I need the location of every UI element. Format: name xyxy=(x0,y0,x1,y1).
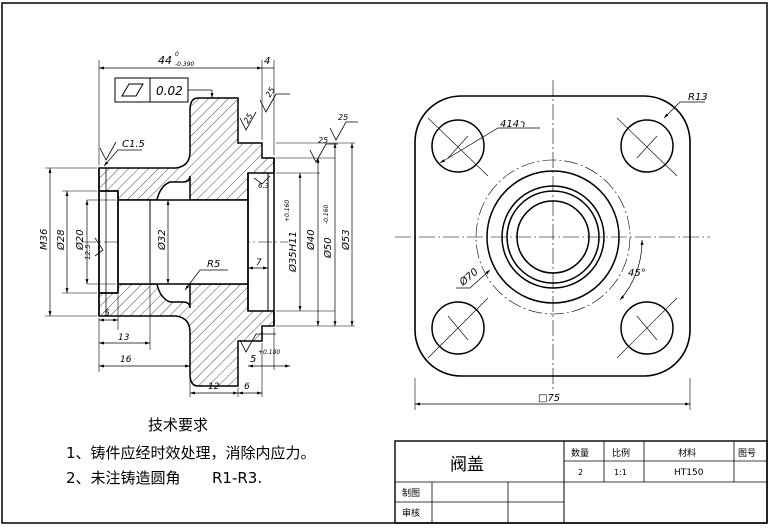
dim-d28: Ø28 xyxy=(55,229,67,251)
dim-d70: Ø70 xyxy=(456,266,480,289)
checked-label: 审核 xyxy=(402,507,420,519)
notes-heading: 技术要求 xyxy=(148,416,208,434)
dim-r5: R5 xyxy=(207,259,220,270)
side-view: R13 4ר14 Ø70 45° □75 xyxy=(395,80,710,410)
roughness-value: 6.3 xyxy=(258,182,269,190)
dim-overall-length: 44 xyxy=(158,54,172,67)
qty-label: 数量 xyxy=(571,447,589,459)
flange-outline xyxy=(414,95,691,377)
roughness-icon xyxy=(239,333,276,353)
front-section-view: 44 0 -0.390 4 0.02 C1.5 25 25 25 25 12.5… xyxy=(39,51,358,397)
dim-6: 6 xyxy=(244,382,250,392)
drawn-label: 制图 xyxy=(402,487,420,499)
notes-line-1: 1、铸件应经时效处理，消除内应力。 xyxy=(66,444,316,462)
dim-5b: 5 xyxy=(250,354,256,365)
roughness-icon xyxy=(309,143,338,163)
material-value: HT150 xyxy=(674,468,704,478)
dim-top-4: 4 xyxy=(264,56,270,67)
dim-5: 5 xyxy=(104,309,110,319)
roughness-icon xyxy=(99,141,117,161)
dim-12: 12 xyxy=(208,382,220,392)
dim-d35-tol: +0.160 xyxy=(284,200,291,222)
dim-d53: Ø53 xyxy=(340,229,352,251)
chamfer-label: C1.5 xyxy=(122,139,145,150)
dim-d32: Ø32 xyxy=(156,229,168,251)
section-upper xyxy=(98,97,275,201)
dim-angle: 45° xyxy=(628,268,646,279)
drawing-no-label: 图号 xyxy=(738,448,756,459)
dim-sq75: □75 xyxy=(538,393,560,404)
dim-overall-tol-lo: -0.390 xyxy=(175,61,195,68)
dim-overall-tol-hi: 0 xyxy=(175,51,179,58)
scale-value: 1:1 xyxy=(614,468,627,477)
flatness-value: 0.02 xyxy=(156,84,183,98)
scale-label: 比例 xyxy=(612,447,630,459)
roughness-icon xyxy=(239,111,257,131)
dim-16: 16 xyxy=(120,355,132,365)
roughness-value: 25 xyxy=(242,112,255,125)
notes-line-2-radius: R1-R3. xyxy=(212,469,262,487)
roughness-icon xyxy=(329,121,358,141)
technical-notes: 技术要求 1、铸件应经时效处理，消除内应力。 2、未注铸造圆角 R1-R3. xyxy=(66,416,316,487)
dim-d50: Ø50 xyxy=(322,237,334,259)
title-block: 阀盖 数量 比例 材料 图号 2 1:1 HT150 制图 审核 xyxy=(394,440,768,524)
dim-m36: M36 xyxy=(39,229,50,250)
qty-value: 2 xyxy=(578,468,583,477)
dim-d20: Ø20 xyxy=(74,229,86,251)
dim-5b-tol: +0.180 xyxy=(258,349,280,356)
roughness-icon xyxy=(253,175,271,185)
part-name: 阀盖 xyxy=(450,455,484,475)
section-lower xyxy=(98,283,275,387)
flatness-icon xyxy=(121,83,144,97)
roughness-icon xyxy=(259,93,290,113)
dim-13: 13 xyxy=(118,333,130,343)
dim-d40: Ø40 xyxy=(305,229,317,251)
roughness-value: 12.5 xyxy=(84,244,92,260)
roughness-icon xyxy=(94,237,104,257)
dim-holes: 4ר14 xyxy=(500,119,525,130)
material-label: 材料 xyxy=(678,447,696,459)
roughness-value: 25 xyxy=(264,86,277,99)
notes-line-2: 2、未注铸造圆角 xyxy=(66,469,181,487)
dim-7: 7 xyxy=(256,258,262,268)
roughness-value: 25 xyxy=(338,113,348,122)
dim-d35: Ø35H11 xyxy=(287,231,299,273)
roughness-value: 25 xyxy=(318,136,328,145)
dim-r13: R13 xyxy=(688,92,708,103)
bolt-holes xyxy=(427,117,678,359)
dim-d50-tol: -0.160 xyxy=(323,204,330,224)
